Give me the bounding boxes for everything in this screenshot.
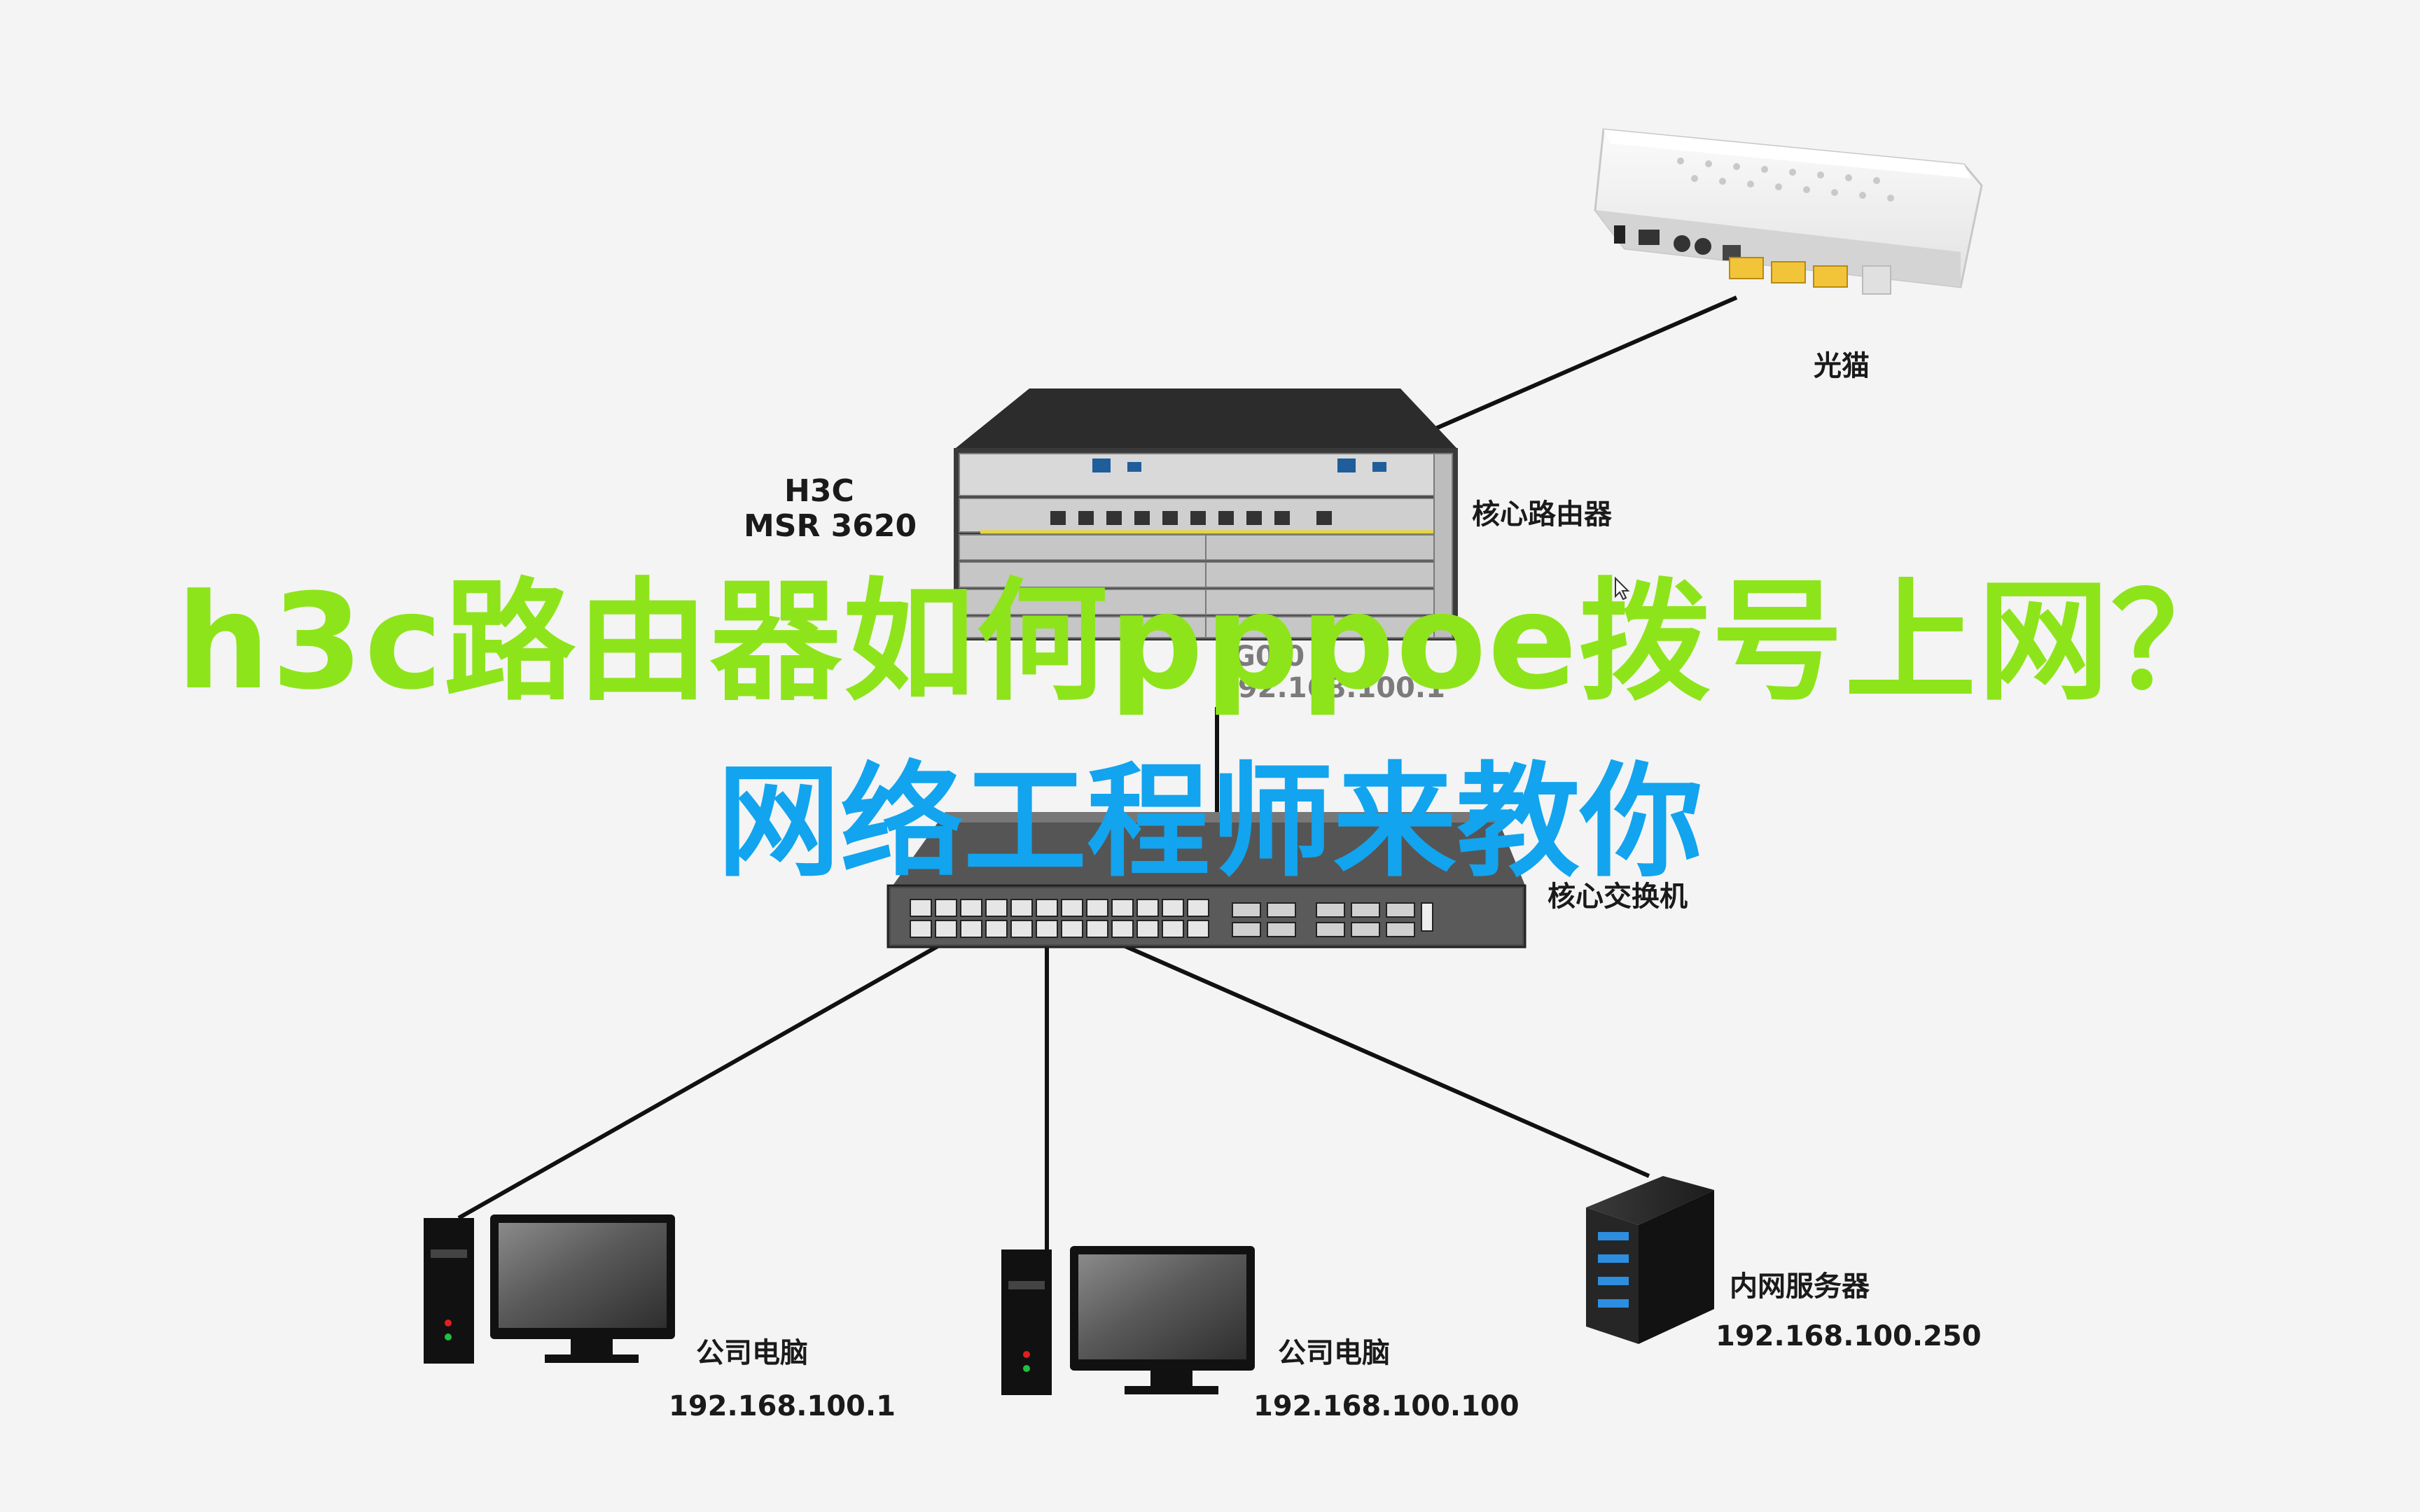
core-router-icon	[954, 388, 1458, 640]
router-vendor-label: H3C	[784, 473, 854, 509]
core-switch-icon	[886, 812, 1527, 948]
server-label: 内网服务器	[1730, 1270, 1870, 1303]
server-ip-label: 192.168.100.250	[1716, 1320, 1982, 1352]
pc1-icon	[424, 1214, 675, 1364]
pc2-ip-label: 192.168.100.100	[1253, 1390, 1520, 1422]
router-port-label: G0/0	[1232, 640, 1305, 673]
pc2-label: 公司电脑	[1278, 1337, 1390, 1369]
modem-label: 光猫	[1814, 350, 1870, 382]
router-model-label: MSR 3620	[744, 508, 917, 544]
pc2-icon	[1001, 1246, 1255, 1395]
router-role-label: 核心路由器	[1472, 498, 1612, 531]
router-ip-label: 192.168.100.1	[1218, 672, 1445, 704]
pc1-label: 公司电脑	[696, 1337, 808, 1369]
link-switch-pc1	[457, 936, 954, 1220]
link-switch-server	[1105, 936, 1650, 1178]
pc1-ip-label: 192.168.100.1	[669, 1390, 896, 1422]
optical-modem-icon	[1594, 128, 1983, 295]
server-icon	[1586, 1176, 1714, 1344]
mouse-cursor-icon	[1615, 576, 1630, 601]
switch-role-label: 核心交换机	[1548, 881, 1688, 913]
video-title-line1: h3c路由器如何pppoe拨号上网？	[176, 566, 2244, 719]
video-title-line2: 网络工程师来教你	[716, 750, 1703, 894]
